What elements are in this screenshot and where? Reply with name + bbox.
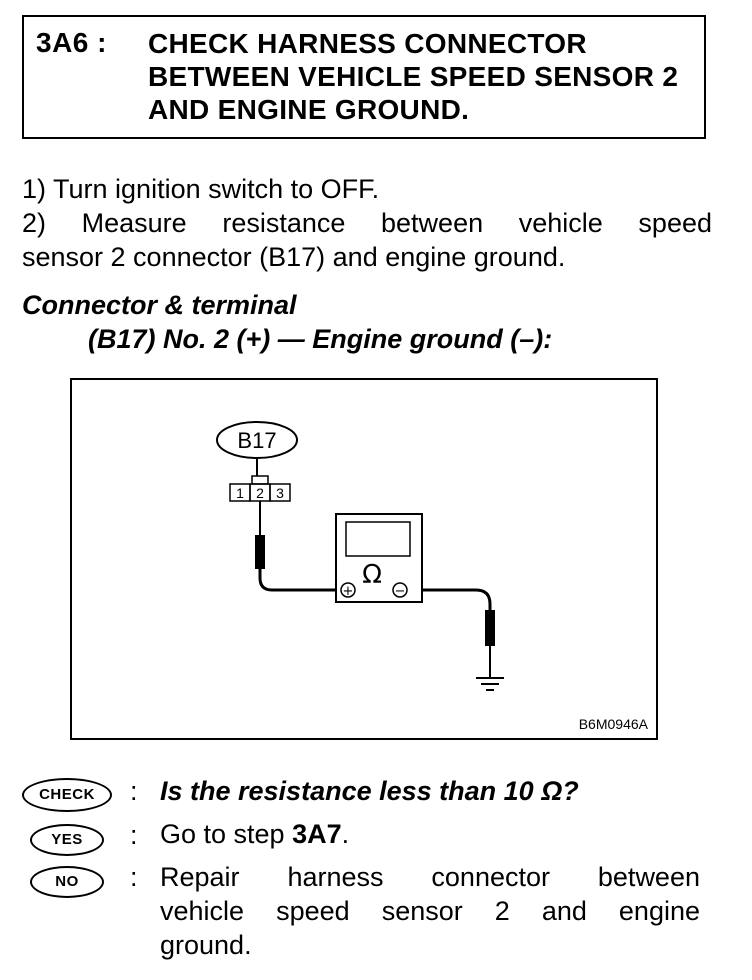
negative-probe-handle bbox=[485, 610, 495, 646]
connector-id-text: B17 bbox=[237, 428, 276, 453]
check-question: Is the resistance less than 10 Ω? bbox=[160, 776, 579, 806]
step-title: CHECK HARNESS CONNECTOR BETWEEN VEHICLE … bbox=[148, 28, 679, 125]
wiring-diagram: B17 1 2 3 Ω + − B6M0946A bbox=[70, 378, 658, 740]
check-badge: CHECK bbox=[22, 778, 112, 812]
connector-terminal-label: Connector & terminal bbox=[22, 290, 297, 320]
connector-terminal-value: (B17) No. 2 (+) — Engine ground (–): bbox=[88, 324, 553, 354]
step-number: 3A6 : bbox=[36, 27, 107, 58]
negative-lead-wire bbox=[422, 588, 492, 610]
plus-terminal-icon bbox=[340, 582, 356, 598]
minus-terminal-text: − bbox=[395, 584, 406, 599]
positive-lead-wire bbox=[258, 569, 336, 592]
yes-colon: : bbox=[130, 820, 138, 850]
terminal-label-2: 2 bbox=[256, 485, 264, 501]
yes-text-prefix: Go to step bbox=[160, 819, 293, 849]
no-answer: Repair harness connector between vehicle… bbox=[160, 860, 700, 962]
ohmmeter-body bbox=[335, 513, 423, 603]
terminal-box-3 bbox=[269, 483, 291, 502]
yes-answer: Go to step 3A7. bbox=[160, 817, 349, 851]
no-colon: : bbox=[130, 862, 138, 892]
ohmmeter-symbol: Ω bbox=[362, 560, 382, 590]
instruction-1: 1) Turn ignition switch to OFF. bbox=[22, 174, 380, 204]
ohmmeter-display bbox=[345, 521, 411, 557]
yes-badge: YES bbox=[30, 824, 104, 856]
no-line-3: ground. bbox=[160, 930, 252, 960]
figure-code: B6M0946A bbox=[578, 716, 648, 732]
yes-text-suffix: . bbox=[341, 819, 350, 849]
no-badge: NO bbox=[30, 866, 104, 898]
check-colon: : bbox=[130, 776, 138, 806]
instruction-2a: 2) Measure resistance between vehicle sp… bbox=[22, 208, 712, 238]
terminal-lock bbox=[251, 475, 269, 485]
no-line-2: vehicle speed sensor 2 and engine bbox=[160, 896, 700, 926]
no-line-1: Repair harness connector between bbox=[160, 862, 700, 892]
diagram-drawing: B17 1 2 3 Ω + − bbox=[216, 421, 504, 691]
yes-step-link: 3A7 bbox=[292, 819, 342, 849]
positive-probe-handle bbox=[255, 535, 265, 569]
terminal-label-1: 1 bbox=[236, 485, 244, 501]
terminal-label-3: 3 bbox=[276, 485, 284, 501]
instruction-list: 1) Turn ignition switch to OFF. 2) Measu… bbox=[22, 172, 712, 274]
step-header-box: 3A6 : CHECK HARNESS CONNECTOR BETWEEN VE… bbox=[22, 15, 706, 139]
plus-terminal-text: + bbox=[343, 584, 354, 599]
minus-terminal-icon bbox=[392, 582, 408, 598]
instruction-2b: sensor 2 connector (B17) and engine grou… bbox=[22, 242, 566, 272]
